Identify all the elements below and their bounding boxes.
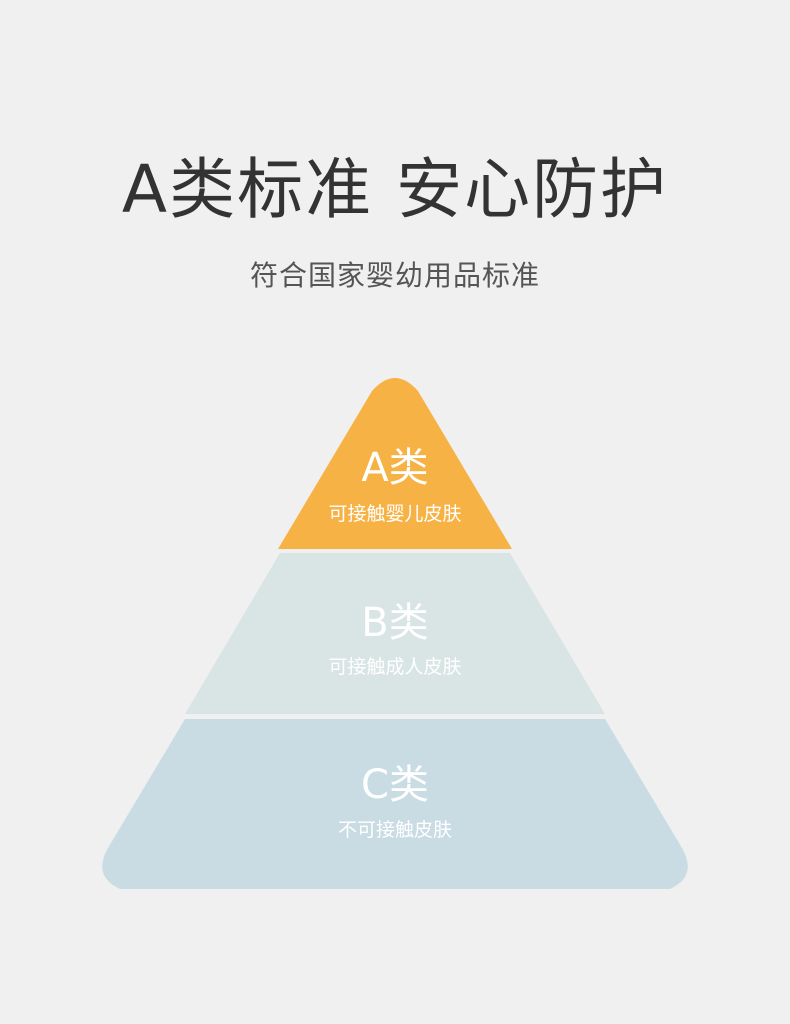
- tier-c-title: C类: [361, 762, 429, 808]
- tier-a-subtitle: 可接触婴儿皮肤: [328, 503, 461, 525]
- tier-a-title: A类: [361, 445, 428, 491]
- page-title: A类标准 安心防护: [121, 151, 669, 228]
- tier-b-title: B类: [361, 600, 428, 646]
- tier-b-subtitle: 可接触成人皮肤: [328, 656, 461, 678]
- pyramid-tier-b: [185, 553, 605, 714]
- tier-c-subtitle: 不可接触皮肤: [338, 819, 452, 841]
- page-subtitle: 符合国家婴幼用品标准: [249, 259, 540, 292]
- pyramid-tier-a: [278, 378, 512, 549]
- pyramid-tier-c: [102, 719, 688, 889]
